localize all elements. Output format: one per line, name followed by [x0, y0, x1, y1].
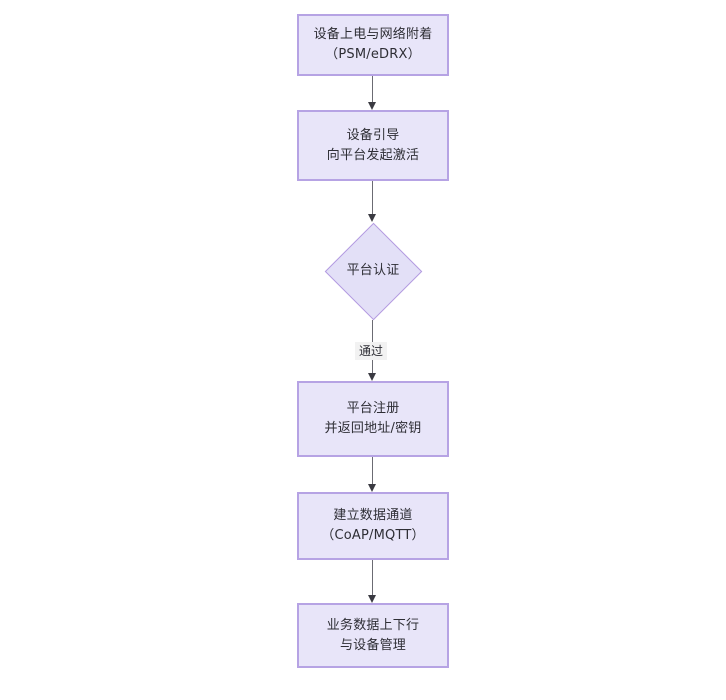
flow-node-bootstrap-line-1: 设备引导	[346, 127, 400, 143]
arrowhead-icon	[368, 484, 376, 492]
flow-node-power-line-1: 设备上电与网络附着	[313, 27, 433, 42]
edge-line	[372, 181, 373, 214]
flow-node-register-line-2: 并返回地址/密钥	[324, 421, 422, 436]
edge-line	[372, 457, 373, 484]
flow-node-device-power-on[interactable]: 设备上电与网络附着 （PSM/eDRX）	[297, 14, 449, 76]
arrowhead-icon	[368, 595, 376, 603]
arrowhead-icon	[368, 373, 376, 381]
flow-node-channel-line-1: 建立数据通道	[333, 508, 413, 523]
flow-node-data-channel[interactable]: 建立数据通道 （CoAP/MQTT）	[297, 492, 449, 560]
flow-node-auth-label: 平台认证	[346, 263, 400, 278]
flow-node-platform-authentication[interactable]: 平台认证	[324, 222, 422, 320]
flow-node-business-line-2: 与设备管理	[339, 637, 406, 653]
flow-edge-label-pass: 通过	[355, 342, 388, 360]
edge-line	[372, 76, 373, 102]
flow-node-business-data[interactable]: 业务数据上下行 与设备管理	[297, 603, 449, 668]
arrowhead-icon	[368, 214, 376, 222]
arrowhead-icon	[368, 102, 376, 110]
flow-node-business-line-1: 业务数据上下行	[326, 617, 420, 633]
flow-node-power-line-2: （PSM/eDRX）	[325, 47, 421, 62]
flow-node-platform-registration[interactable]: 平台注册 并返回地址/密钥	[297, 381, 449, 457]
flow-node-device-bootstrap[interactable]: 设备引导 向平台发起激活	[297, 110, 449, 181]
flow-node-register-line-1: 平台注册	[346, 401, 400, 416]
flow-node-bootstrap-line-2: 向平台发起激活	[326, 147, 420, 163]
edge-line	[372, 560, 373, 595]
flow-node-channel-line-2: （CoAP/MQTT）	[321, 528, 425, 543]
